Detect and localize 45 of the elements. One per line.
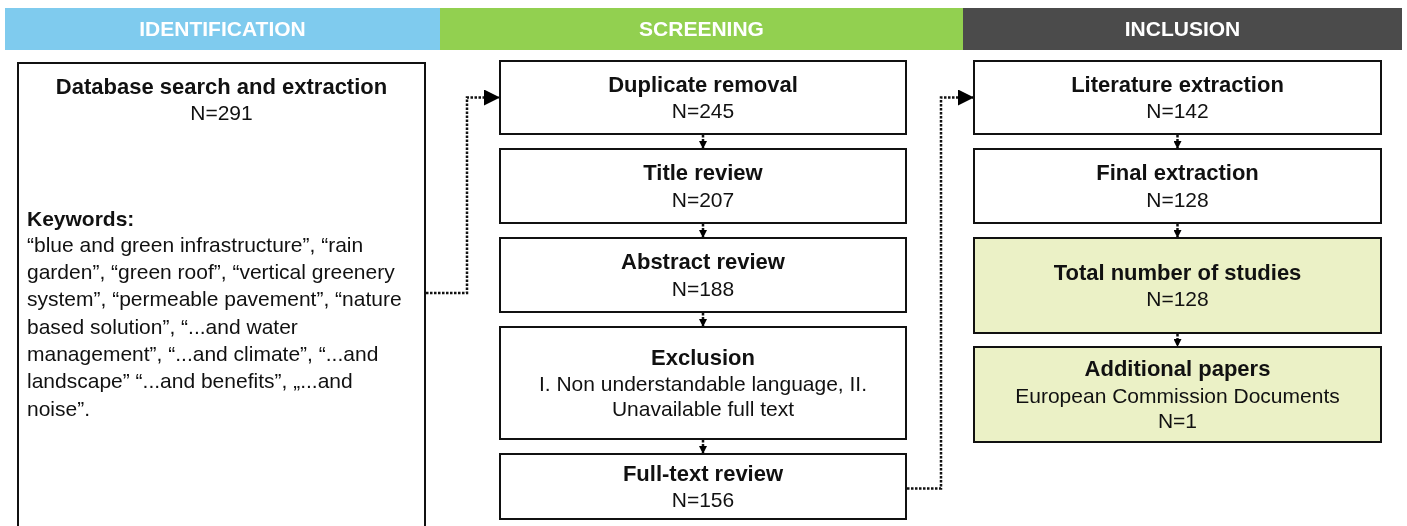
phase-header: INCLUSION [963,8,1402,50]
keyword-list: “blue and green infrastructure”, “rain garden”, “green roof”, “vertical greenery system”, “permeable pavement”, “nature based solution”, “...and water management”, “...and climate”, “...and landscape” “...and benefits”, „...and noise”. [27,230,418,422]
process-box [499,237,907,313]
box-text: N=1 [1157,407,1198,433]
box-text: N=128 [1146,286,1209,312]
dotted-arrow [426,89,500,295]
box-text: N=207 [671,186,735,212]
process-box [973,148,1382,224]
dotted-arrow [1173,135,1182,149]
phase-header: IDENTIFICATION [5,8,440,50]
box-text: N=188 [671,275,735,301]
phase-header: SCREENING [440,8,963,50]
search-box [17,62,426,526]
dotted-arrow [907,89,974,490]
process-box [499,453,907,520]
box-text: N=142 [1146,98,1209,124]
box-heading: Total number of studies [1053,259,1302,287]
box-heading: Database search and extraction [55,74,388,101]
dotted-arrow [1173,334,1182,347]
box-text: N=245 [671,98,735,124]
box-text: European Commission Documents [1015,382,1340,408]
box-heading: Title review [643,160,763,187]
dotted-arrow [699,135,707,149]
dotted-arrow [1173,224,1182,238]
process-box [499,60,907,135]
box-heading: Abstract review [621,249,785,276]
keywords-heading: Keywords: [27,205,135,231]
box-heading: Final extraction [1096,160,1259,187]
box-heading: Literature extraction [1071,71,1284,99]
box-heading: Full-text review [622,460,784,488]
box-text: N=291 [190,100,253,126]
dotted-arrow [699,224,707,238]
box-text: N=156 [671,487,735,513]
process-box [499,326,907,440]
box-heading: Exclusion [651,344,755,371]
process-box [973,60,1382,135]
box-heading: Duplicate removal [608,71,798,99]
box-text: I. Non understandable language, II. Unavailable full text [537,371,869,422]
dotted-arrow [699,440,707,454]
process-box [499,148,907,224]
process-box [973,346,1382,443]
box-text: N=128 [1146,186,1209,212]
process-box [973,237,1382,334]
dotted-arrow [699,313,707,327]
box-heading: Additional papers [1084,356,1271,383]
